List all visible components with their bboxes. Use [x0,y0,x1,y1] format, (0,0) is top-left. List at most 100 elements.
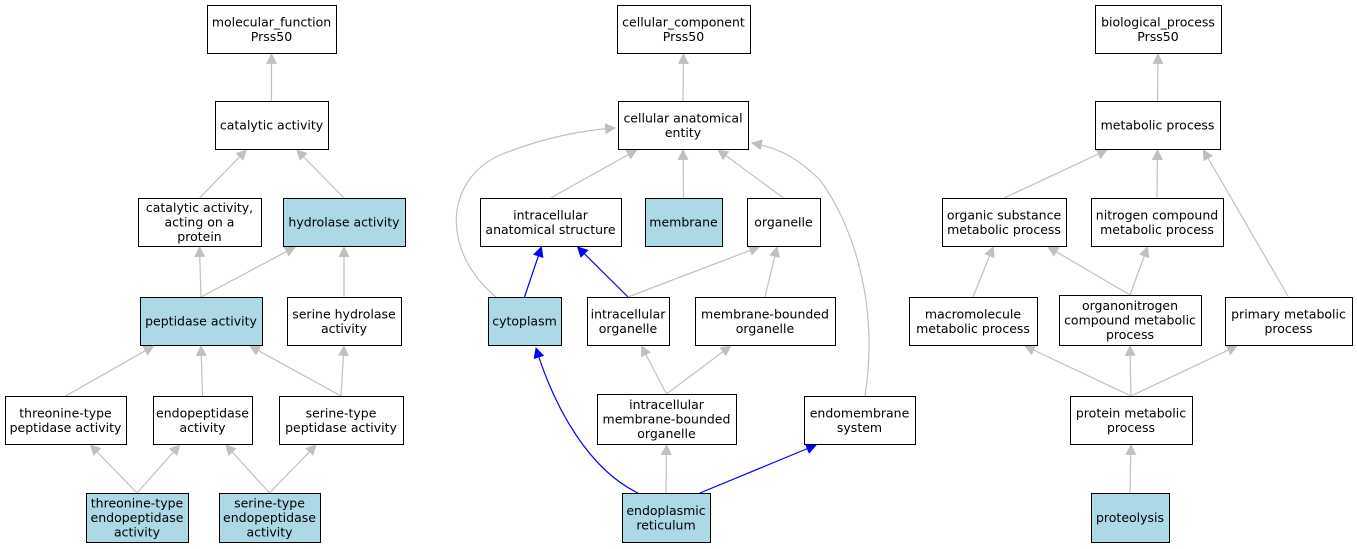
node-label-line: cytoplasm [492,314,557,329]
edge-line [972,245,995,298]
edge-macromolecule-to-organic [972,245,995,298]
node-box [287,297,402,346]
node-box [1095,5,1222,54]
node-label-line: peptidase activity [285,420,397,435]
edge-ser_peptidase-to-peptidase [249,345,342,397]
node-box [1091,493,1170,543]
node-box [1091,198,1224,247]
node-label-line: primary metabolic [1231,306,1346,321]
node-label-line: nitrogen compound [1096,207,1218,222]
node-box [1095,101,1221,150]
node-box [215,101,329,150]
node-label-line: catalytic activity [220,118,324,133]
edge-ser_endo-to-ser_peptidase [269,444,317,494]
node-label-line: organelle [637,426,696,441]
node-label-line: molecular_function [212,14,331,29]
node-label-line: endopeptidase [223,510,316,525]
edge-line [249,345,342,397]
node-hydrolase: hydrolase activity [283,198,406,247]
node-box [909,297,1038,346]
node-label-line: organic substance [947,207,1062,222]
edge-line [717,149,784,199]
node-box [597,394,737,445]
edge-peptidase-to-cat_protein [194,245,206,298]
node-box [480,198,622,247]
node-box [5,396,127,445]
edge-line [225,444,270,494]
edges-layer [65,52,1290,494]
edge-line [136,444,181,494]
edge-metabolic-to-bp_root [1152,52,1164,102]
node-label-line: cellular_component [622,14,745,29]
edge-imb_org-to-intra_org [640,345,668,395]
node-box [138,198,262,247]
node-box [153,396,253,445]
edge-line [627,245,761,298]
node-label-line: macromolecule [925,306,1021,321]
edge-line [677,148,689,199]
node-box [207,5,337,54]
node-label-line: activity [321,321,368,336]
node-box [804,396,916,445]
node-label-line: endomembrane [810,405,910,420]
edge-line [1129,245,1150,296]
node-label-line: protein [177,229,221,244]
edge-line [660,443,672,494]
node-label-line: threonine-type [91,496,184,511]
edge-mb_org-to-organelle [764,245,781,298]
node-label-line: peptidase activity [145,314,257,329]
node-box [622,493,711,543]
node-label-line: biological_process [1101,14,1215,29]
node-label-line: organonitrogen [1082,298,1178,313]
edge-er-to-cytoplasm [533,346,639,494]
node-label-line: protein metabolic [1076,405,1186,420]
edge-line [550,149,638,199]
node-box [1059,295,1202,346]
edge-line [1151,148,1163,199]
edge-line [199,149,248,199]
node-label-line: intracellular [629,397,705,412]
edge-line [194,245,206,298]
node-label-line: cellular anatomical [623,110,742,125]
edge-line [337,344,349,397]
node-label-line: threonine-type [19,405,112,420]
edge-membrane-to-cae [677,148,689,199]
node-box [617,5,751,54]
node-label-line: organelle [736,321,795,336]
node-label-line: activity [114,525,161,540]
node-label-line: metabolic process [1100,222,1214,237]
edge-ser_peptidase-to-serine_hydrolase [337,344,349,397]
node-label-line: peptidase activity [10,420,122,435]
node-box [1225,297,1353,346]
edge-thr_endo-to-endopeptidase [136,444,181,494]
node-label-line: serine-type [306,405,377,420]
edge-peptidase-to-hydrolase [200,246,296,298]
node-box [283,198,406,247]
edge-line [1130,345,1238,397]
node-label-line: reticulum [636,517,695,532]
edge-intra_org-to-ias [576,246,629,298]
node-label-line: acting on a [165,215,235,230]
node-label-line: membrane [649,215,718,230]
edge-intra_org-to-organelle [627,245,761,298]
node-label-line: endopeptidase [91,510,184,525]
node-box [140,297,263,346]
edge-line [666,345,732,395]
edge-line [296,149,345,199]
edge-line [1047,246,1131,296]
node-label-line: activity [246,525,293,540]
edge-protein_metabolic-to-macromolecule [1024,345,1132,397]
